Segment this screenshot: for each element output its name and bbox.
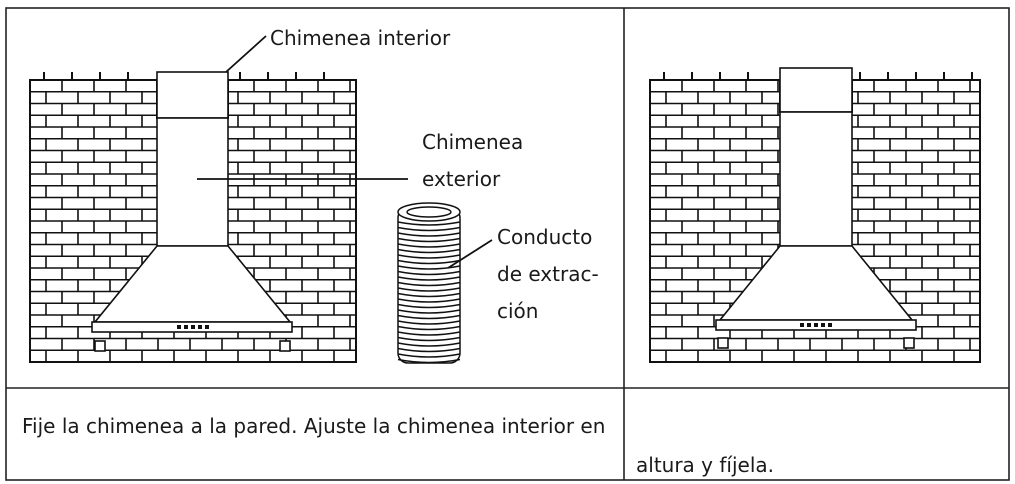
bracket-left-1 bbox=[94, 340, 106, 352]
inner-chimney-right bbox=[779, 67, 853, 113]
bracket-left-2 bbox=[279, 340, 291, 352]
label-duct-line2: de extrac- bbox=[497, 262, 599, 286]
caption-line1: Fije la chimenea a la pared. Ajuste la c… bbox=[22, 414, 605, 438]
leader-lines bbox=[197, 35, 493, 269]
bracket-right-1 bbox=[717, 337, 729, 349]
label-outer-chimney-line1: Chimenea bbox=[422, 130, 523, 154]
label-inner-chimney: Chimenea interior bbox=[270, 26, 451, 50]
control-buttons-left bbox=[177, 325, 209, 329]
inner-chimney-left bbox=[156, 71, 229, 119]
outer-chimney-left bbox=[156, 117, 229, 247]
table-frame bbox=[5, 7, 1010, 481]
label-outer-chimney-line2: exterior bbox=[422, 167, 501, 191]
hood-right bbox=[715, 245, 917, 349]
control-buttons-right bbox=[800, 323, 832, 327]
label-duct-line1: Conducto bbox=[497, 225, 592, 249]
label-duct-line3: ción bbox=[497, 299, 538, 323]
hood-left bbox=[91, 245, 293, 352]
caption-line2: altura y fíjela. bbox=[636, 453, 774, 477]
bracket-right-2 bbox=[903, 337, 915, 349]
extraction-duct bbox=[397, 202, 461, 364]
outer-chimney-right bbox=[779, 111, 853, 247]
